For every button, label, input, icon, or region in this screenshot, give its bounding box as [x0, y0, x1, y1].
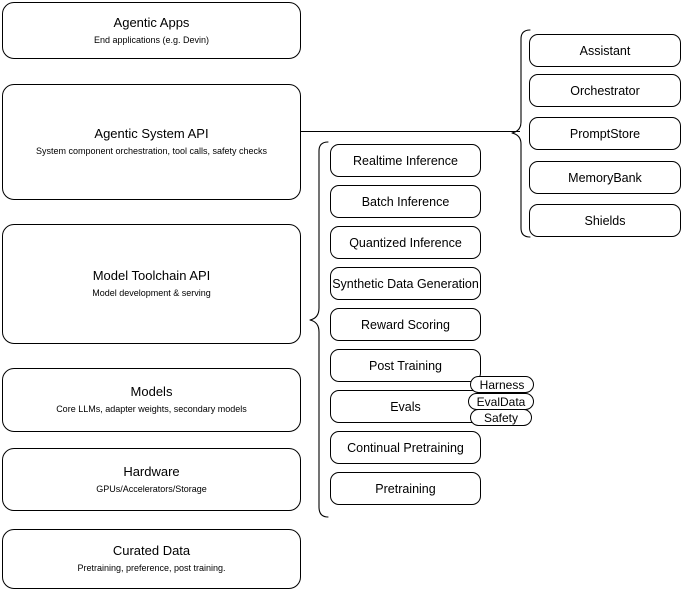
layer-subtitle: System component orchestration, tool cal… — [35, 146, 268, 156]
layer-subtitle: GPUs/Accelerators/Storage — [96, 483, 207, 494]
layer-box-models[interactable]: Models Core LLMs, adapter weights, secon… — [2, 368, 301, 432]
evals-pill-evaldata[interactable]: EvalData — [468, 393, 534, 410]
layer-title: Models — [130, 384, 173, 399]
system-box-promptstore[interactable]: PromptStore — [529, 117, 681, 150]
layer-title: Hardware — [123, 463, 180, 479]
evals-pill-harness[interactable]: Harness — [470, 376, 534, 393]
system-box-orchestrator[interactable]: Orchestrator — [529, 74, 681, 107]
toolchain-box-synthetic-data-generation[interactable]: Synthetic Data Generation — [330, 267, 481, 300]
toolchain-label: Pretraining — [375, 481, 436, 496]
toolchain-label: Post Training — [369, 358, 442, 373]
layer-box-hardware[interactable]: Hardware GPUs/Accelerators/Storage — [2, 448, 301, 511]
toolchain-label: Synthetic Data Generation — [332, 276, 479, 291]
layer-box-agentic-system-api[interactable]: Agentic System API System component orch… — [2, 84, 301, 200]
system-box-assistant[interactable]: Assistant — [529, 34, 681, 67]
toolchain-box-quantized-inference[interactable]: Quantized Inference — [330, 226, 481, 259]
toolchain-box-continual-pretraining[interactable]: Continual Pretraining — [330, 431, 481, 464]
brace-model-toolchain — [309, 141, 329, 518]
layer-title: Curated Data — [112, 543, 191, 558]
brace-agentic-system-components — [511, 29, 531, 238]
toolchain-label: Quantized Inference — [349, 235, 462, 250]
toolchain-box-post-training[interactable]: Post Training — [330, 349, 481, 382]
layer-subtitle: Pretraining, preference, post training. — [77, 563, 226, 573]
toolchain-label: Batch Inference — [361, 194, 450, 209]
toolchain-box-pretraining[interactable]: Pretraining — [330, 472, 481, 505]
toolchain-label: Continual Pretraining — [347, 440, 464, 455]
system-label: PromptStore — [569, 126, 641, 141]
toolchain-box-reward-scoring[interactable]: Reward Scoring — [330, 308, 481, 341]
layer-title: Agentic Apps — [113, 14, 190, 30]
system-label: Orchestrator — [570, 83, 640, 98]
layer-box-agentic-apps[interactable]: Agentic Apps End applications (e.g. Devi… — [2, 2, 301, 59]
system-box-memorybank[interactable]: MemoryBank — [529, 161, 681, 194]
layer-box-model-toolchain-api[interactable]: Model Toolchain API Model development & … — [2, 224, 301, 344]
toolchain-box-realtime-inference[interactable]: Realtime Inference — [330, 144, 481, 177]
layer-box-curated-data[interactable]: Curated Data Pretraining, preference, po… — [2, 529, 301, 589]
layer-title: Agentic System API — [94, 126, 209, 141]
layer-subtitle: Core LLMs, adapter weights, secondary mo… — [56, 404, 247, 414]
toolchain-box-batch-inference[interactable]: Batch Inference — [330, 185, 481, 218]
layer-subtitle: Model development & serving — [92, 288, 211, 298]
layer-title: Model Toolchain API — [92, 268, 211, 283]
system-box-shields[interactable]: Shields — [529, 204, 681, 237]
evals-pill-safety[interactable]: Safety — [470, 409, 532, 426]
connector-system-api-to-components — [301, 130, 520, 133]
layer-subtitle: End applications (e.g. Devin) — [93, 34, 210, 45]
toolchain-label: Realtime Inference — [353, 153, 458, 168]
system-label: Shields — [584, 213, 626, 228]
system-label: Assistant — [579, 43, 631, 58]
toolchain-label: Reward Scoring — [361, 317, 450, 332]
toolchain-label: Evals — [390, 399, 421, 414]
toolchain-box-evals[interactable]: Evals — [330, 390, 481, 423]
system-label: MemoryBank — [568, 170, 642, 185]
